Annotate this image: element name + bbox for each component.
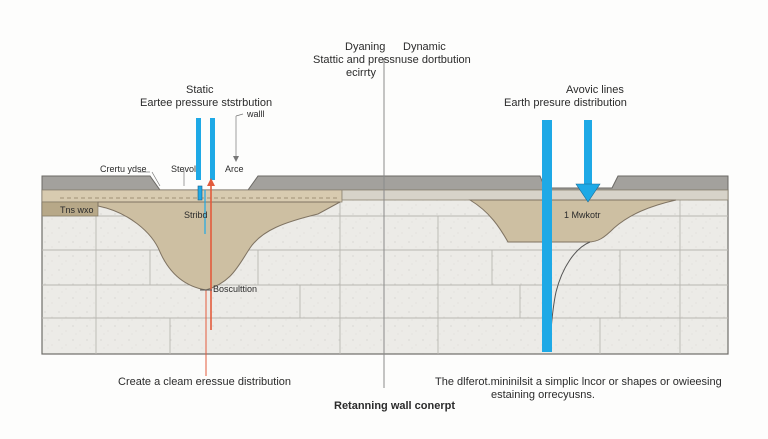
- right-title-2: Earth presure distribution: [504, 97, 627, 109]
- left-caption: Create a cleam eressue distribution: [118, 376, 292, 388]
- wall-tag: walll: [247, 109, 265, 119]
- wall-marker-left: [197, 185, 203, 201]
- arce-tag: Arce: [225, 164, 244, 174]
- left-title-2: Eartee pressure ststrbution: [140, 97, 273, 109]
- stevol-tag: Stevol: [171, 164, 197, 174]
- stribd-tag: Stribd: [184, 210, 208, 220]
- layer-strip-right: [341, 189, 729, 201]
- right-caption-2: estaining orrecyusns.: [491, 389, 595, 401]
- layer-tag-left: Tns wxo: [60, 205, 94, 215]
- dyn-sub: ecirrty: [346, 67, 376, 79]
- wall-line-right: [542, 120, 552, 352]
- red-arrow-head: [207, 178, 215, 186]
- wall-line-left-b: [210, 118, 215, 180]
- layer-tag-right: 1 Mwkotr: [564, 210, 601, 220]
- wall-line-left-a: [196, 118, 201, 180]
- dyn-word-1: Dyaning: [345, 41, 386, 53]
- dark-band-left: [41, 201, 99, 217]
- dyn-word-2: Dynamic: [403, 41, 446, 53]
- pressure-curve-right: [550, 241, 591, 331]
- dyn-title: Stattic and pressnuse dortbution: [313, 54, 471, 66]
- layer-strip-left: [41, 189, 343, 203]
- blue-arrow-shaft: [584, 120, 592, 186]
- blue-arrow-head: [575, 183, 601, 203]
- left-title-1: Static: [186, 84, 214, 96]
- ground-tag: Crertu ydse: [100, 164, 147, 174]
- right-title-1: Avovic lines: [566, 84, 624, 96]
- footer-title: Retanning wall conerpt: [334, 400, 456, 412]
- bosc-tag: Bosculttion: [213, 284, 258, 294]
- soil-wedge-right: [468, 199, 677, 243]
- top-slab: [41, 175, 729, 191]
- right-caption-1: The dlferot.mininilsit a simplic lncor o…: [435, 376, 722, 388]
